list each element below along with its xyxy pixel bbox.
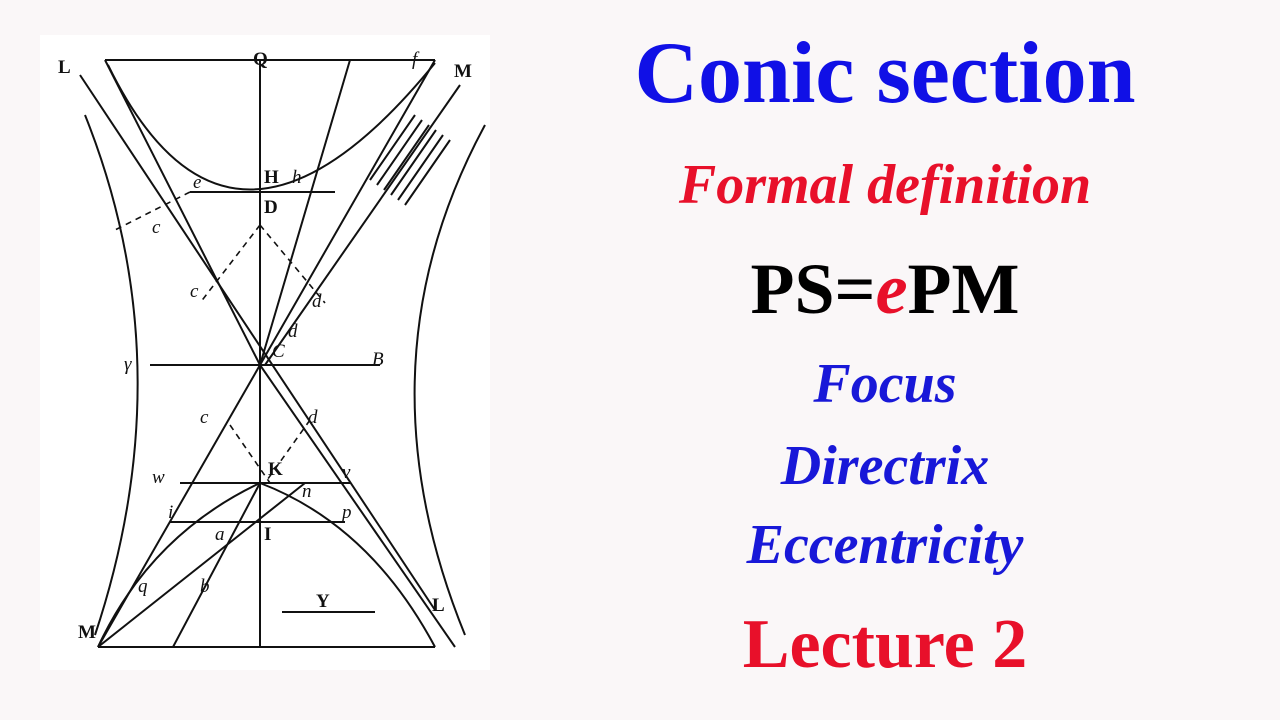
line-top-diag — [259, 59, 351, 366]
lower-cone-right — [259, 364, 456, 648]
label-e: e — [193, 172, 201, 193]
keyword-eccentricity: Eccentricity — [746, 514, 1024, 576]
top-cone-left — [104, 59, 261, 366]
asymptote-right — [264, 84, 461, 366]
label-H: H — [264, 167, 279, 188]
label-Q: Q — [253, 49, 268, 70]
label-L-bottom: L — [432, 595, 445, 616]
label-B: B — [372, 349, 384, 370]
label-I: I — [264, 524, 271, 545]
formula-right: PM — [907, 249, 1020, 329]
label-C: C — [272, 341, 285, 362]
line-mk — [97, 482, 306, 648]
keyword-focus: Focus — [813, 353, 957, 415]
label-Y: Y — [316, 591, 330, 612]
lower-curve-left — [97, 482, 261, 648]
label-D: D — [264, 197, 278, 218]
dashed-cd-left — [199, 224, 261, 304]
line-bk — [172, 482, 261, 648]
label-M-bottom: M — [78, 622, 96, 643]
top-cone-right — [259, 59, 436, 366]
top-curve — [107, 62, 436, 191]
lower-cone-left — [97, 364, 261, 648]
hyperbola-left — [84, 114, 139, 636]
label-p: p — [340, 502, 352, 523]
label-a: a — [215, 524, 225, 545]
lower-curve-right — [259, 482, 436, 648]
label-f: f — [412, 49, 420, 70]
label-b: b — [200, 576, 210, 597]
label-d3: d — [308, 407, 318, 428]
label-M-top: M — [454, 61, 472, 82]
label-K: K — [268, 459, 283, 480]
dashed-ck — [229, 424, 271, 484]
formula-left: PS= — [750, 249, 876, 329]
conic-diagram: L Q f M e H h D c c d d γ C B c d w K v … — [40, 35, 490, 670]
label-i: i — [168, 502, 173, 523]
formula-eccentricity-var: e — [875, 249, 908, 329]
formula: PS=ePM — [560, 253, 1210, 325]
lecture-label: Lecture 2 — [742, 606, 1028, 683]
page-subtitle: Formal definition — [678, 154, 1092, 216]
label-v: v — [342, 462, 351, 483]
dashed-dk — [264, 419, 311, 484]
dashed-ec — [114, 191, 191, 231]
label-h-top: h — [292, 167, 302, 188]
keyword-directrix: Directrix — [780, 435, 990, 497]
conic-diagram-svg: L Q f M e H h D c c d d γ C B c d w K v … — [58, 49, 486, 648]
asymptote-left — [79, 74, 436, 611]
label-q: q — [138, 576, 148, 597]
label-L-top: L — [58, 57, 71, 78]
scale-ticks — [369, 114, 451, 206]
label-w: w — [152, 467, 165, 488]
page-title: Conic section — [634, 25, 1136, 122]
label-gamma: γ — [124, 354, 132, 375]
label-n: n — [302, 481, 312, 502]
label-c3: c — [200, 407, 209, 428]
label-d2: d — [288, 321, 298, 342]
hyperbola-right — [413, 124, 486, 636]
label-c2: c — [190, 281, 199, 302]
label-c1: c — [152, 217, 161, 238]
label-d1: d — [312, 291, 322, 312]
dashed-cd-right — [259, 224, 326, 304]
